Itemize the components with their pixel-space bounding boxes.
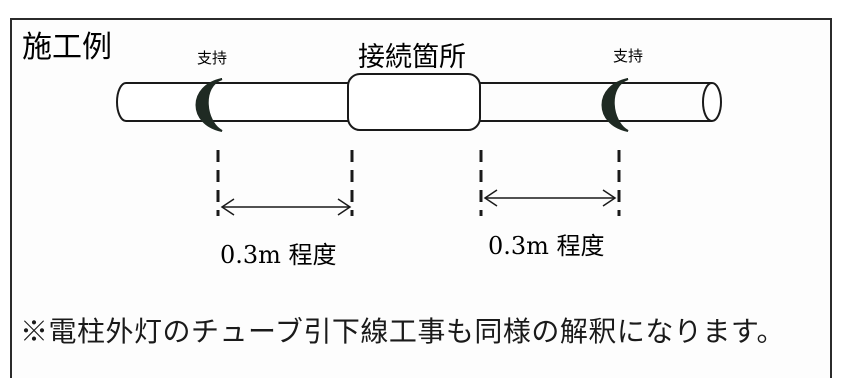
diagram-title: 施工例 [22, 30, 112, 65]
support-left-clamp [195, 78, 223, 132]
support-right-clamp [601, 78, 629, 132]
tube [116, 82, 722, 122]
distance-left-label: 0.3m 程度 [220, 241, 337, 269]
joint-label: 接続箇所 [358, 42, 466, 73]
reference-lines [216, 150, 621, 216]
dimension-arrow-left [220, 198, 352, 216]
support-right-label: 支持 [613, 47, 643, 65]
distance-right-label: 0.3m 程度 [488, 232, 605, 260]
joint-sleeve [347, 73, 481, 131]
dimension-arrow-right [483, 189, 617, 207]
note-text: ※電柱外灯のチューブ引下線工事も同様の解釈になります。 [20, 315, 786, 348]
support-left-label: 支持 [197, 49, 227, 67]
